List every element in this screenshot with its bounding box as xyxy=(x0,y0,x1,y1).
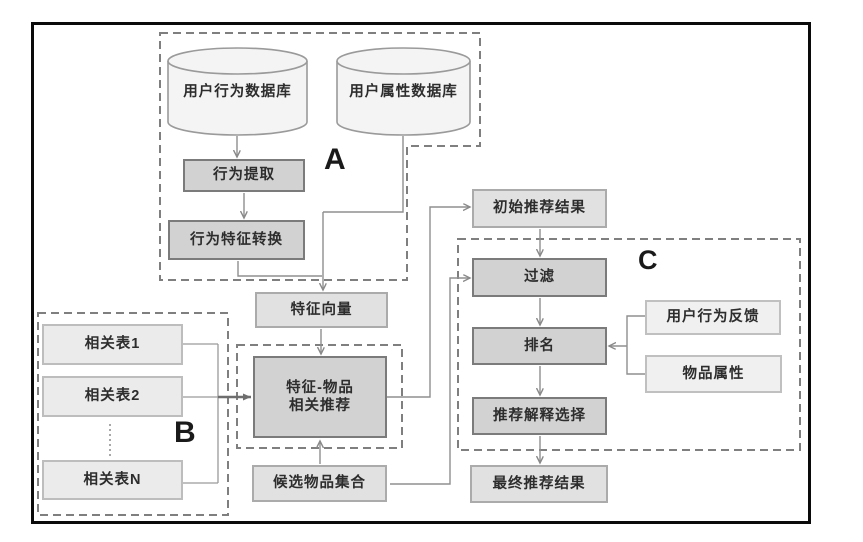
connector-itemattributes-stub xyxy=(626,346,645,375)
node-ranking: 排名 xyxy=(472,327,607,365)
connector-convert-to-featurevector xyxy=(237,261,322,277)
node-candidate-items: 候选物品集合 xyxy=(252,465,387,502)
group-a-outline xyxy=(159,32,481,281)
node-related-table-1: 相关表1 xyxy=(42,324,183,365)
connector-candidates-to-filter xyxy=(390,278,470,485)
node-feature-vector: 特征向量 xyxy=(255,292,388,328)
cylinder-behavior-db-icon xyxy=(167,47,308,136)
node-user-feedback: 用户行为反馈 xyxy=(645,300,781,335)
node-attribute-db-label: 用户属性数据库 xyxy=(349,83,458,100)
node-final-results: 最终推荐结果 xyxy=(470,465,608,503)
group-b-outline xyxy=(37,312,229,516)
connector-featureitemrec-to-initialresults xyxy=(387,207,470,398)
node-related-table-n: 相关表N xyxy=(42,460,183,500)
group-c-outline xyxy=(457,238,801,451)
connector-attributedb-to-featurevector xyxy=(323,136,404,213)
node-feature-item-rec: 特征-物品 相关推荐 xyxy=(253,356,387,438)
cylinder-attribute-db-icon xyxy=(336,47,471,136)
node-behavior-extract: 行为提取 xyxy=(183,159,305,192)
node-filter: 过滤 xyxy=(472,258,607,297)
node-item-attributes: 物品属性 xyxy=(645,355,782,393)
node-behavior-feature-convert: 行为特征转换 xyxy=(168,220,305,260)
connector-userfeedback-stub xyxy=(626,315,645,346)
node-related-table-2: 相关表2 xyxy=(42,376,183,417)
node-behavior-db-label: 用户行为数据库 xyxy=(183,83,292,100)
group-c-label: C xyxy=(638,245,658,275)
group-b-label: B xyxy=(174,416,196,449)
node-explanation-select: 推荐解释选择 xyxy=(472,397,607,435)
group-a-label: A xyxy=(324,143,346,176)
node-initial-results: 初始推荐结果 xyxy=(472,189,607,228)
